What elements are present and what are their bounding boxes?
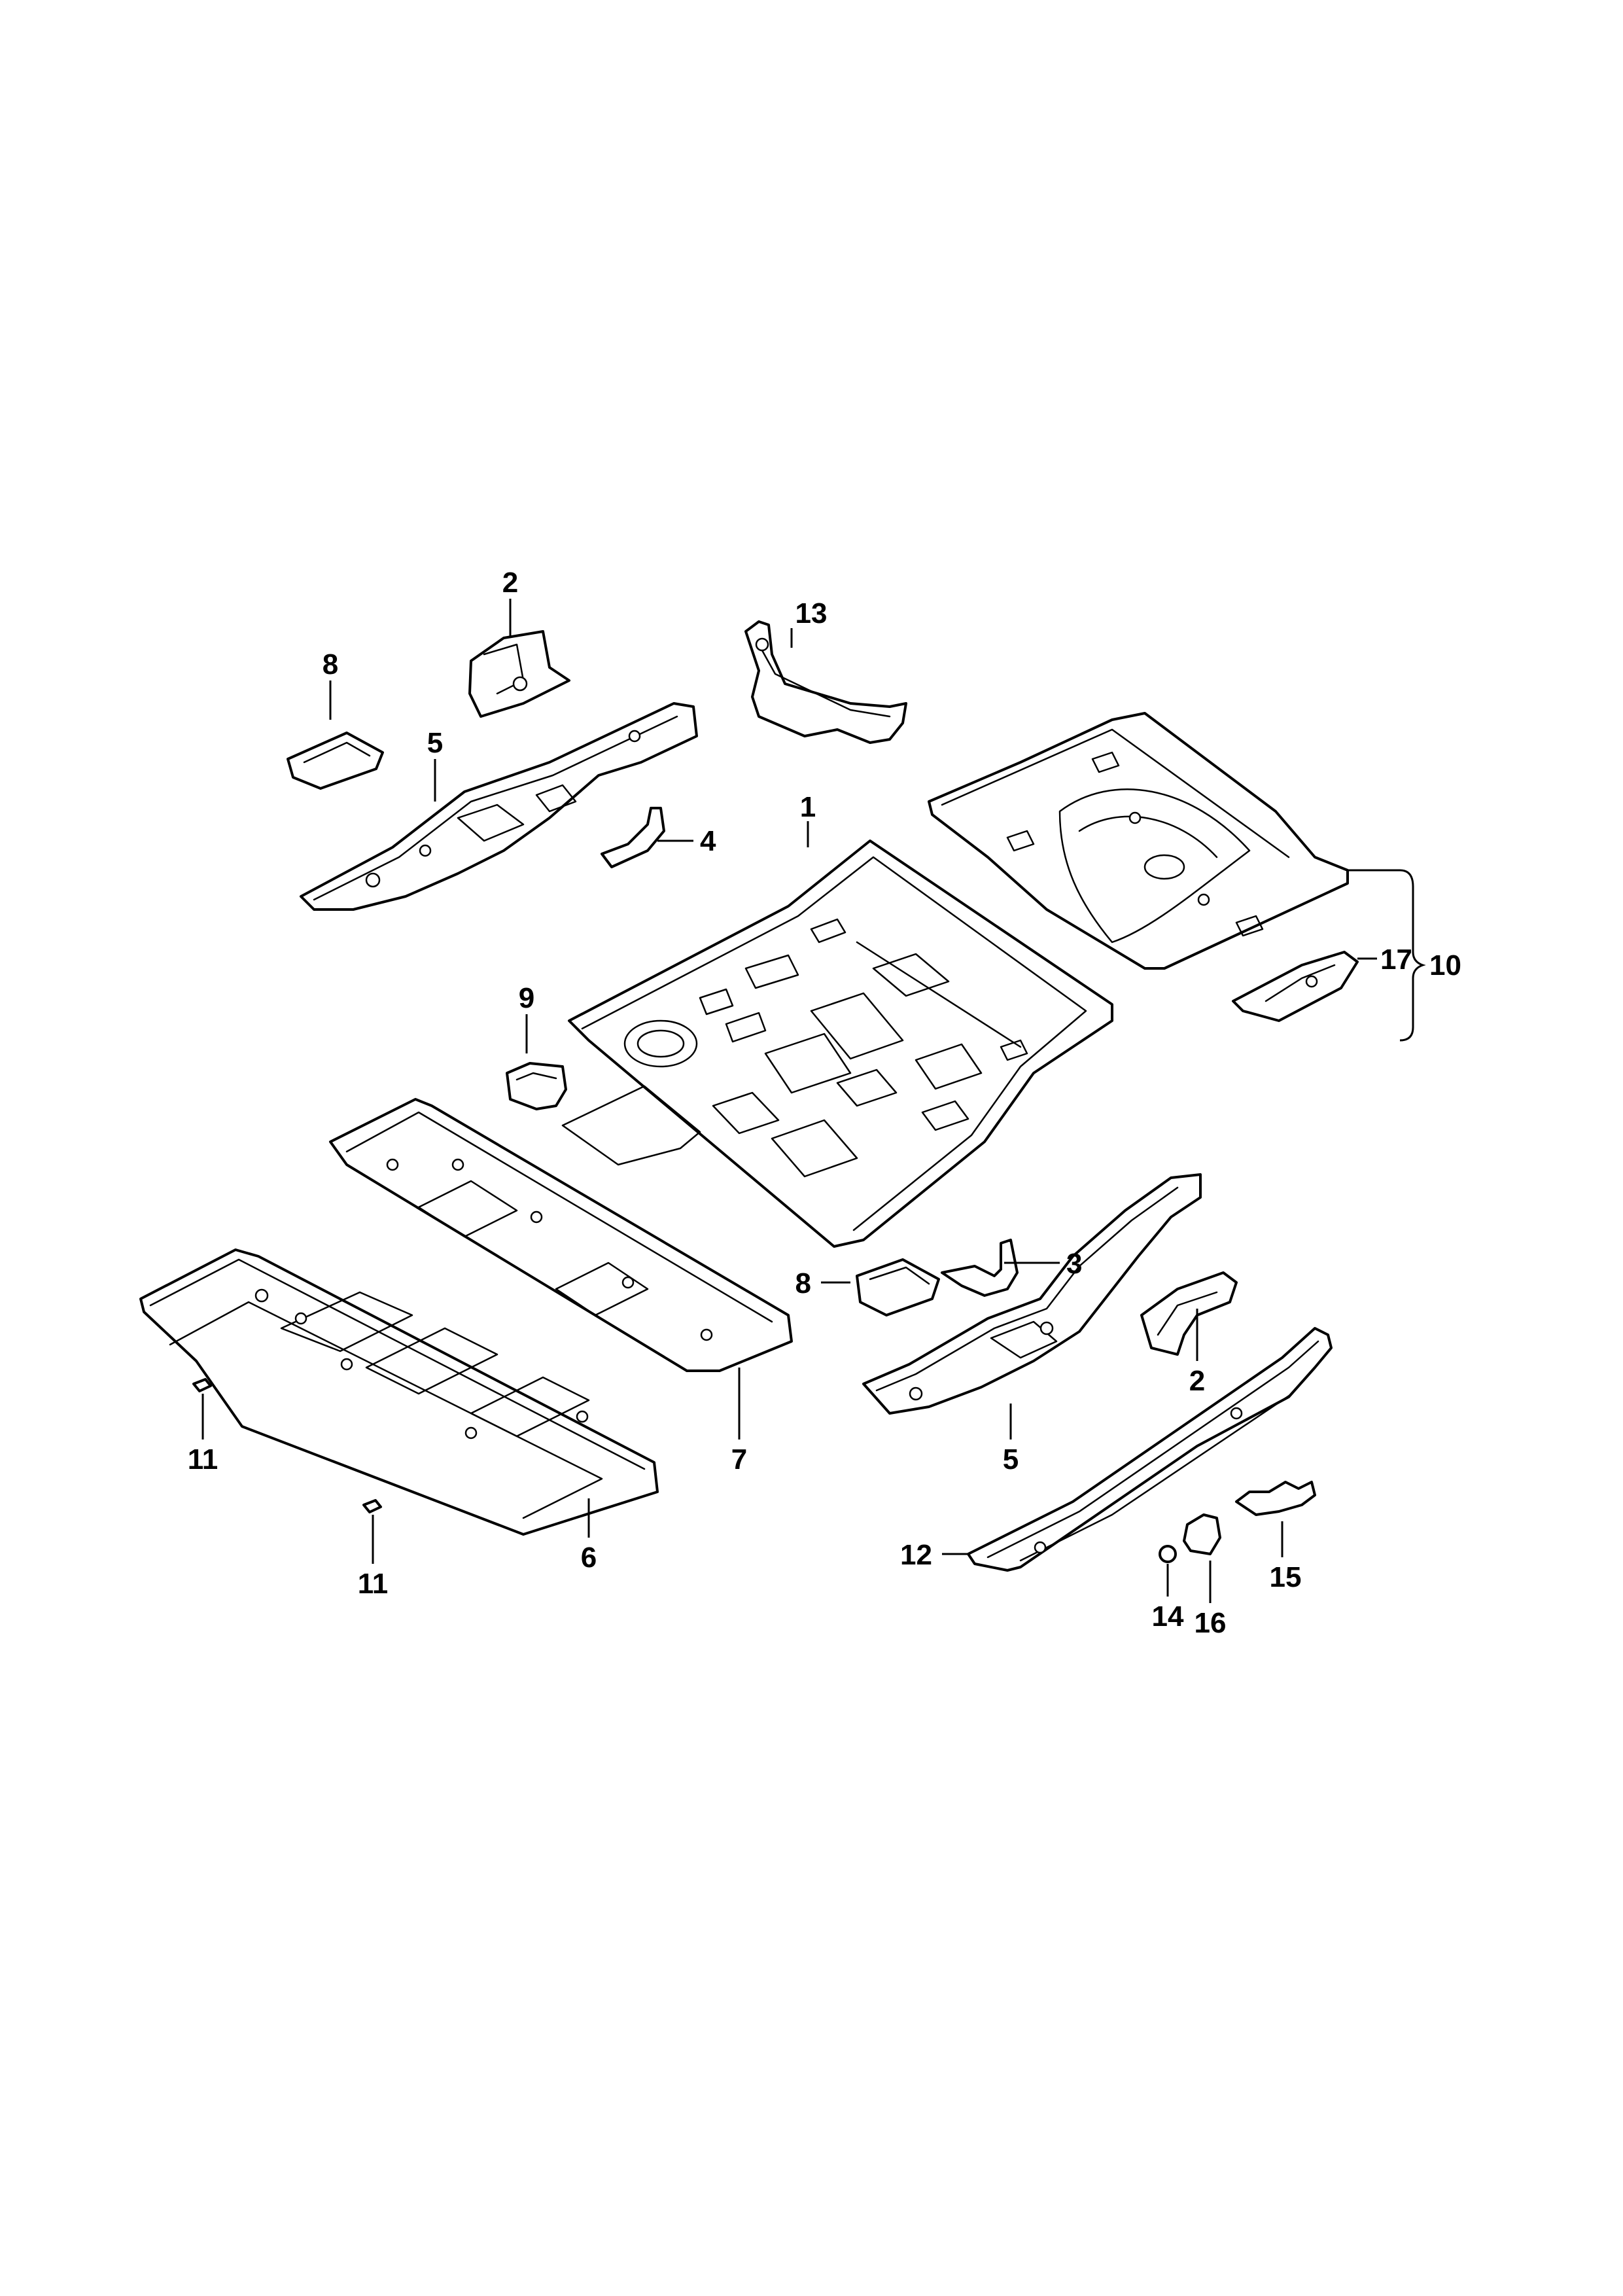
callout-9: 9 <box>519 982 534 1014</box>
part-8-pad-upper <box>287 732 384 790</box>
part-10-rear-floor-assembly <box>928 712 1349 970</box>
part-6-floor-section <box>139 1248 659 1536</box>
callout-8-upper: 8 <box>323 648 338 680</box>
callout-7: 7 <box>731 1443 747 1475</box>
part-13-bracket <box>744 620 907 744</box>
part-16-bracket <box>1183 1513 1221 1555</box>
part-3-bracket <box>941 1239 1019 1297</box>
part-8-pad-lower <box>856 1258 940 1316</box>
callout-15: 15 <box>1270 1561 1302 1593</box>
part-15-bracket <box>1235 1481 1316 1516</box>
part-7-cross-member <box>329 1085 793 1372</box>
callout-3: 3 <box>1066 1248 1082 1280</box>
part-17-panel <box>1232 951 1359 1022</box>
part-4-bracket <box>601 807 665 868</box>
callout-2-upper: 2 <box>502 567 518 599</box>
callout-labels: 1 2 2 3 4 5 5 6 7 8 8 9 10 11 11 12 13 1… <box>188 567 1461 1639</box>
callout-12: 12 <box>900 1539 932 1571</box>
part-5-rail-lower <box>862 1173 1202 1415</box>
part-2-bracket-lower <box>1140 1271 1238 1356</box>
callout-14: 14 <box>1152 1600 1184 1633</box>
part-11-bolt-lower <box>362 1499 382 1513</box>
callout-5-upper: 5 <box>427 727 443 759</box>
callout-2-lower: 2 <box>1189 1365 1205 1397</box>
part-5-rail-upper <box>300 702 698 911</box>
leader-lines <box>201 599 1426 1603</box>
callout-11-upper: 11 <box>188 1443 218 1475</box>
part-11-bolt-upper <box>192 1378 212 1392</box>
callout-17: 17 <box>1380 944 1412 976</box>
callout-5-lower: 5 <box>1003 1443 1019 1475</box>
callout-1: 1 <box>800 791 816 823</box>
part-2-bracket-upper <box>468 630 570 718</box>
callout-13: 13 <box>795 597 828 629</box>
part-1-center-floor-panel <box>568 839 1113 1248</box>
callout-11-lower: 11 <box>358 1568 389 1600</box>
callout-16: 16 <box>1195 1607 1227 1639</box>
callout-6: 6 <box>581 1542 597 1574</box>
part-9-bracket <box>506 1062 567 1110</box>
part-14-nut <box>1159 1545 1177 1563</box>
part-12-sill <box>967 1327 1333 1572</box>
callout-8-lower: 8 <box>795 1267 811 1299</box>
callout-10: 10 <box>1429 949 1461 981</box>
callout-4: 4 <box>700 825 716 857</box>
